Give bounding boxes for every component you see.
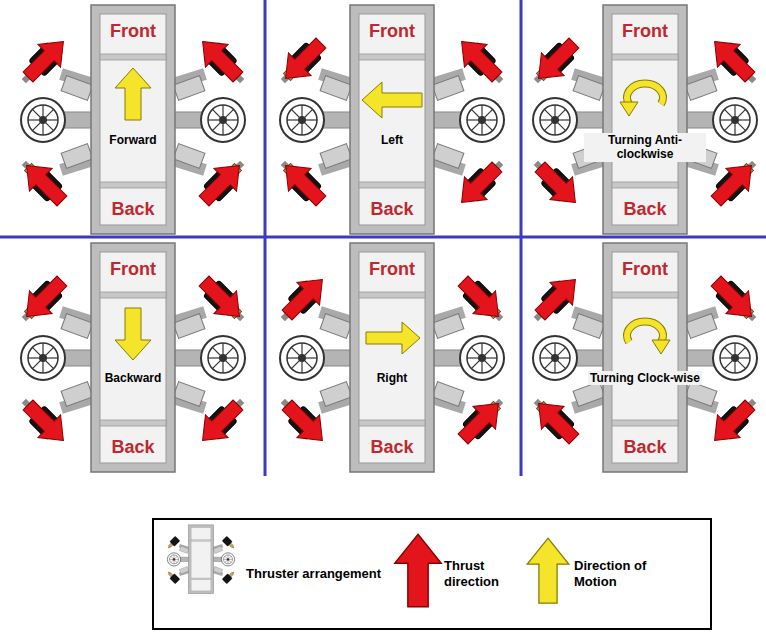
back-label: Back bbox=[91, 437, 175, 458]
vehicle-drawing bbox=[527, 243, 762, 472]
back-label: Back bbox=[91, 199, 175, 220]
motion-label: Turning Clock-wise bbox=[588, 371, 702, 385]
front-label: Front bbox=[91, 259, 175, 280]
vehicle-drawing bbox=[527, 5, 762, 234]
back-label: Back bbox=[350, 199, 434, 220]
vehicle-drawing bbox=[275, 243, 510, 472]
back-label: Back bbox=[603, 199, 687, 220]
motion-arrow bbox=[115, 308, 151, 360]
vehicle-drawing bbox=[15, 243, 250, 472]
front-label: Front bbox=[350, 259, 434, 280]
vehicle-panel: FrontForwardBack bbox=[91, 5, 175, 234]
turn-arrow bbox=[627, 322, 670, 354]
legend-text: Thrust direction bbox=[444, 558, 516, 591]
vehicle-panel: FrontTurning Clock-wiseBack bbox=[603, 243, 687, 472]
back-label: Back bbox=[603, 437, 687, 458]
vehicle-panel: FrontBackwardBack bbox=[91, 243, 175, 472]
legend-thruster-sample bbox=[162, 524, 240, 595]
vehicle-drawing bbox=[15, 5, 250, 234]
vehicle-panel: FrontTurning Anti-clockwiseBack bbox=[603, 5, 687, 234]
legend-text: Direction of Motion bbox=[574, 558, 664, 591]
front-label: Front bbox=[91, 21, 175, 42]
legend-box: Thruster arrangement Thrust direction Dire… bbox=[152, 518, 712, 630]
vehicle-panel: FrontRightBack bbox=[350, 243, 434, 472]
legend-thrust-arrow bbox=[395, 534, 441, 607]
motion-label: Forward bbox=[107, 133, 158, 147]
motion-label: Turning Anti-clockwise bbox=[584, 133, 706, 162]
front-label: Front bbox=[350, 21, 434, 42]
motion-arrow bbox=[362, 82, 422, 118]
motion-label: Backward bbox=[103, 371, 164, 385]
legend-text: Thruster arrangement bbox=[246, 566, 406, 582]
turn-arrow bbox=[620, 84, 663, 116]
motion-label: Right bbox=[375, 371, 410, 385]
motion-label: Left bbox=[379, 133, 405, 147]
back-label: Back bbox=[350, 437, 434, 458]
separator-line bbox=[0, 236, 766, 239]
motion-arrow bbox=[115, 68, 151, 120]
motion-arrow bbox=[366, 322, 420, 354]
vehicle-panel: FrontLeftBack bbox=[350, 5, 434, 234]
front-label: Front bbox=[603, 21, 687, 42]
vehicle-drawing bbox=[274, 5, 509, 234]
legend-motion-arrow bbox=[527, 538, 569, 603]
front-label: Front bbox=[603, 259, 687, 280]
